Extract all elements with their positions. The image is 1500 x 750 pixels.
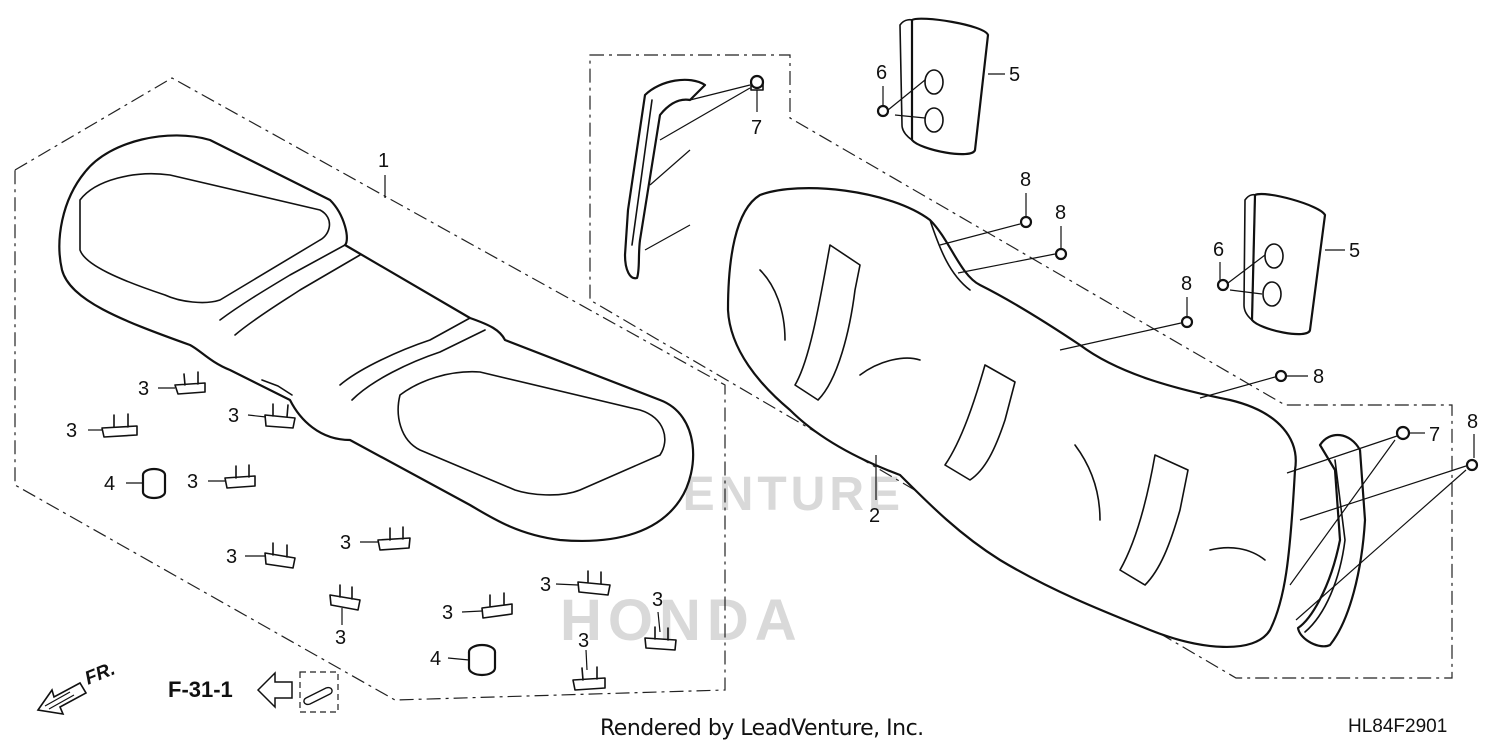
seat-cushion[interactable] — [58, 134, 695, 542]
side-trim-right[interactable] — [1296, 434, 1367, 648]
callout-8: 8 — [1313, 366, 1324, 388]
bolt-6-lower[interactable] — [1216, 278, 1230, 292]
left-leaders — [88, 175, 661, 671]
clip[interactable] — [644, 626, 677, 651]
reference-clip-icon — [299, 671, 339, 713]
clip[interactable] — [174, 371, 206, 395]
callout-7: 7 — [751, 117, 762, 139]
callout-3: 3 — [187, 471, 198, 493]
seat-back[interactable] — [726, 187, 1297, 648]
callout-3: 3 — [578, 630, 589, 652]
bolt-8b[interactable] — [1054, 247, 1068, 261]
clip[interactable] — [577, 570, 611, 596]
callout-3: 3 — [335, 627, 346, 649]
screw-7-lower[interactable] — [1395, 425, 1411, 441]
bolt-8c[interactable] — [1180, 315, 1194, 329]
callout-3: 3 — [66, 420, 77, 442]
callout-1: 1 — [378, 150, 389, 172]
headrest-upper[interactable] — [899, 17, 990, 156]
reference-label[interactable]: F-31-1 — [168, 677, 233, 702]
bolt-8e[interactable] — [1465, 458, 1479, 472]
callout-2: 2 — [869, 505, 880, 527]
callout-3: 3 — [442, 602, 453, 624]
bolt-6-upper[interactable] — [876, 104, 890, 118]
rubber-cushion[interactable] — [141, 467, 167, 500]
right-leaders — [644, 73, 1475, 621]
bolt-8d[interactable] — [1274, 369, 1288, 383]
callout-8: 8 — [1181, 273, 1192, 295]
clip[interactable] — [481, 592, 513, 619]
clip[interactable] — [377, 526, 411, 551]
callout-3: 3 — [138, 378, 149, 400]
callout-6: 6 — [1213, 239, 1224, 261]
screw-7-upper[interactable] — [749, 74, 765, 91]
front-arrow-icon — [36, 681, 88, 716]
clip[interactable] — [572, 666, 606, 691]
callout-8: 8 — [1467, 411, 1478, 433]
callout-3: 3 — [652, 589, 663, 611]
watermark-brand: HONDA — [560, 588, 803, 653]
clip[interactable] — [264, 403, 296, 429]
side-trim-left[interactable] — [623, 78, 707, 280]
callout-7: 7 — [1429, 424, 1440, 446]
clip[interactable] — [224, 464, 256, 489]
callout-4: 4 — [104, 473, 115, 495]
headrest-lower[interactable] — [1243, 192, 1327, 336]
callout-3: 3 — [540, 574, 551, 596]
callout-8: 8 — [1020, 169, 1031, 191]
callout-3: 3 — [340, 532, 351, 554]
reference-arrow-icon — [256, 671, 293, 709]
clip[interactable] — [329, 584, 361, 611]
bolt-8a[interactable] — [1019, 215, 1033, 229]
diagram-code: HL84F2901 — [1348, 716, 1448, 737]
clip[interactable] — [264, 542, 296, 569]
clips[interactable] — [101, 371, 677, 691]
fasteners[interactable] — [749, 74, 1479, 472]
clip[interactable] — [101, 413, 138, 438]
callout-3: 3 — [228, 405, 239, 427]
callout-5: 5 — [1349, 240, 1360, 262]
rubber-cushion[interactable] — [467, 643, 497, 677]
callout-4: 4 — [430, 648, 441, 670]
callout-8: 8 — [1055, 202, 1066, 224]
callout-6: 6 — [876, 62, 887, 84]
callout-5: 5 — [1009, 64, 1020, 86]
rendered-by-text: Rendered by LeadVenture, Inc. — [600, 716, 924, 741]
back-group-frame — [589, 54, 1453, 679]
seat-group-frame — [14, 77, 726, 701]
callout-3: 3 — [226, 546, 237, 568]
rubber-cushions[interactable] — [141, 467, 497, 677]
